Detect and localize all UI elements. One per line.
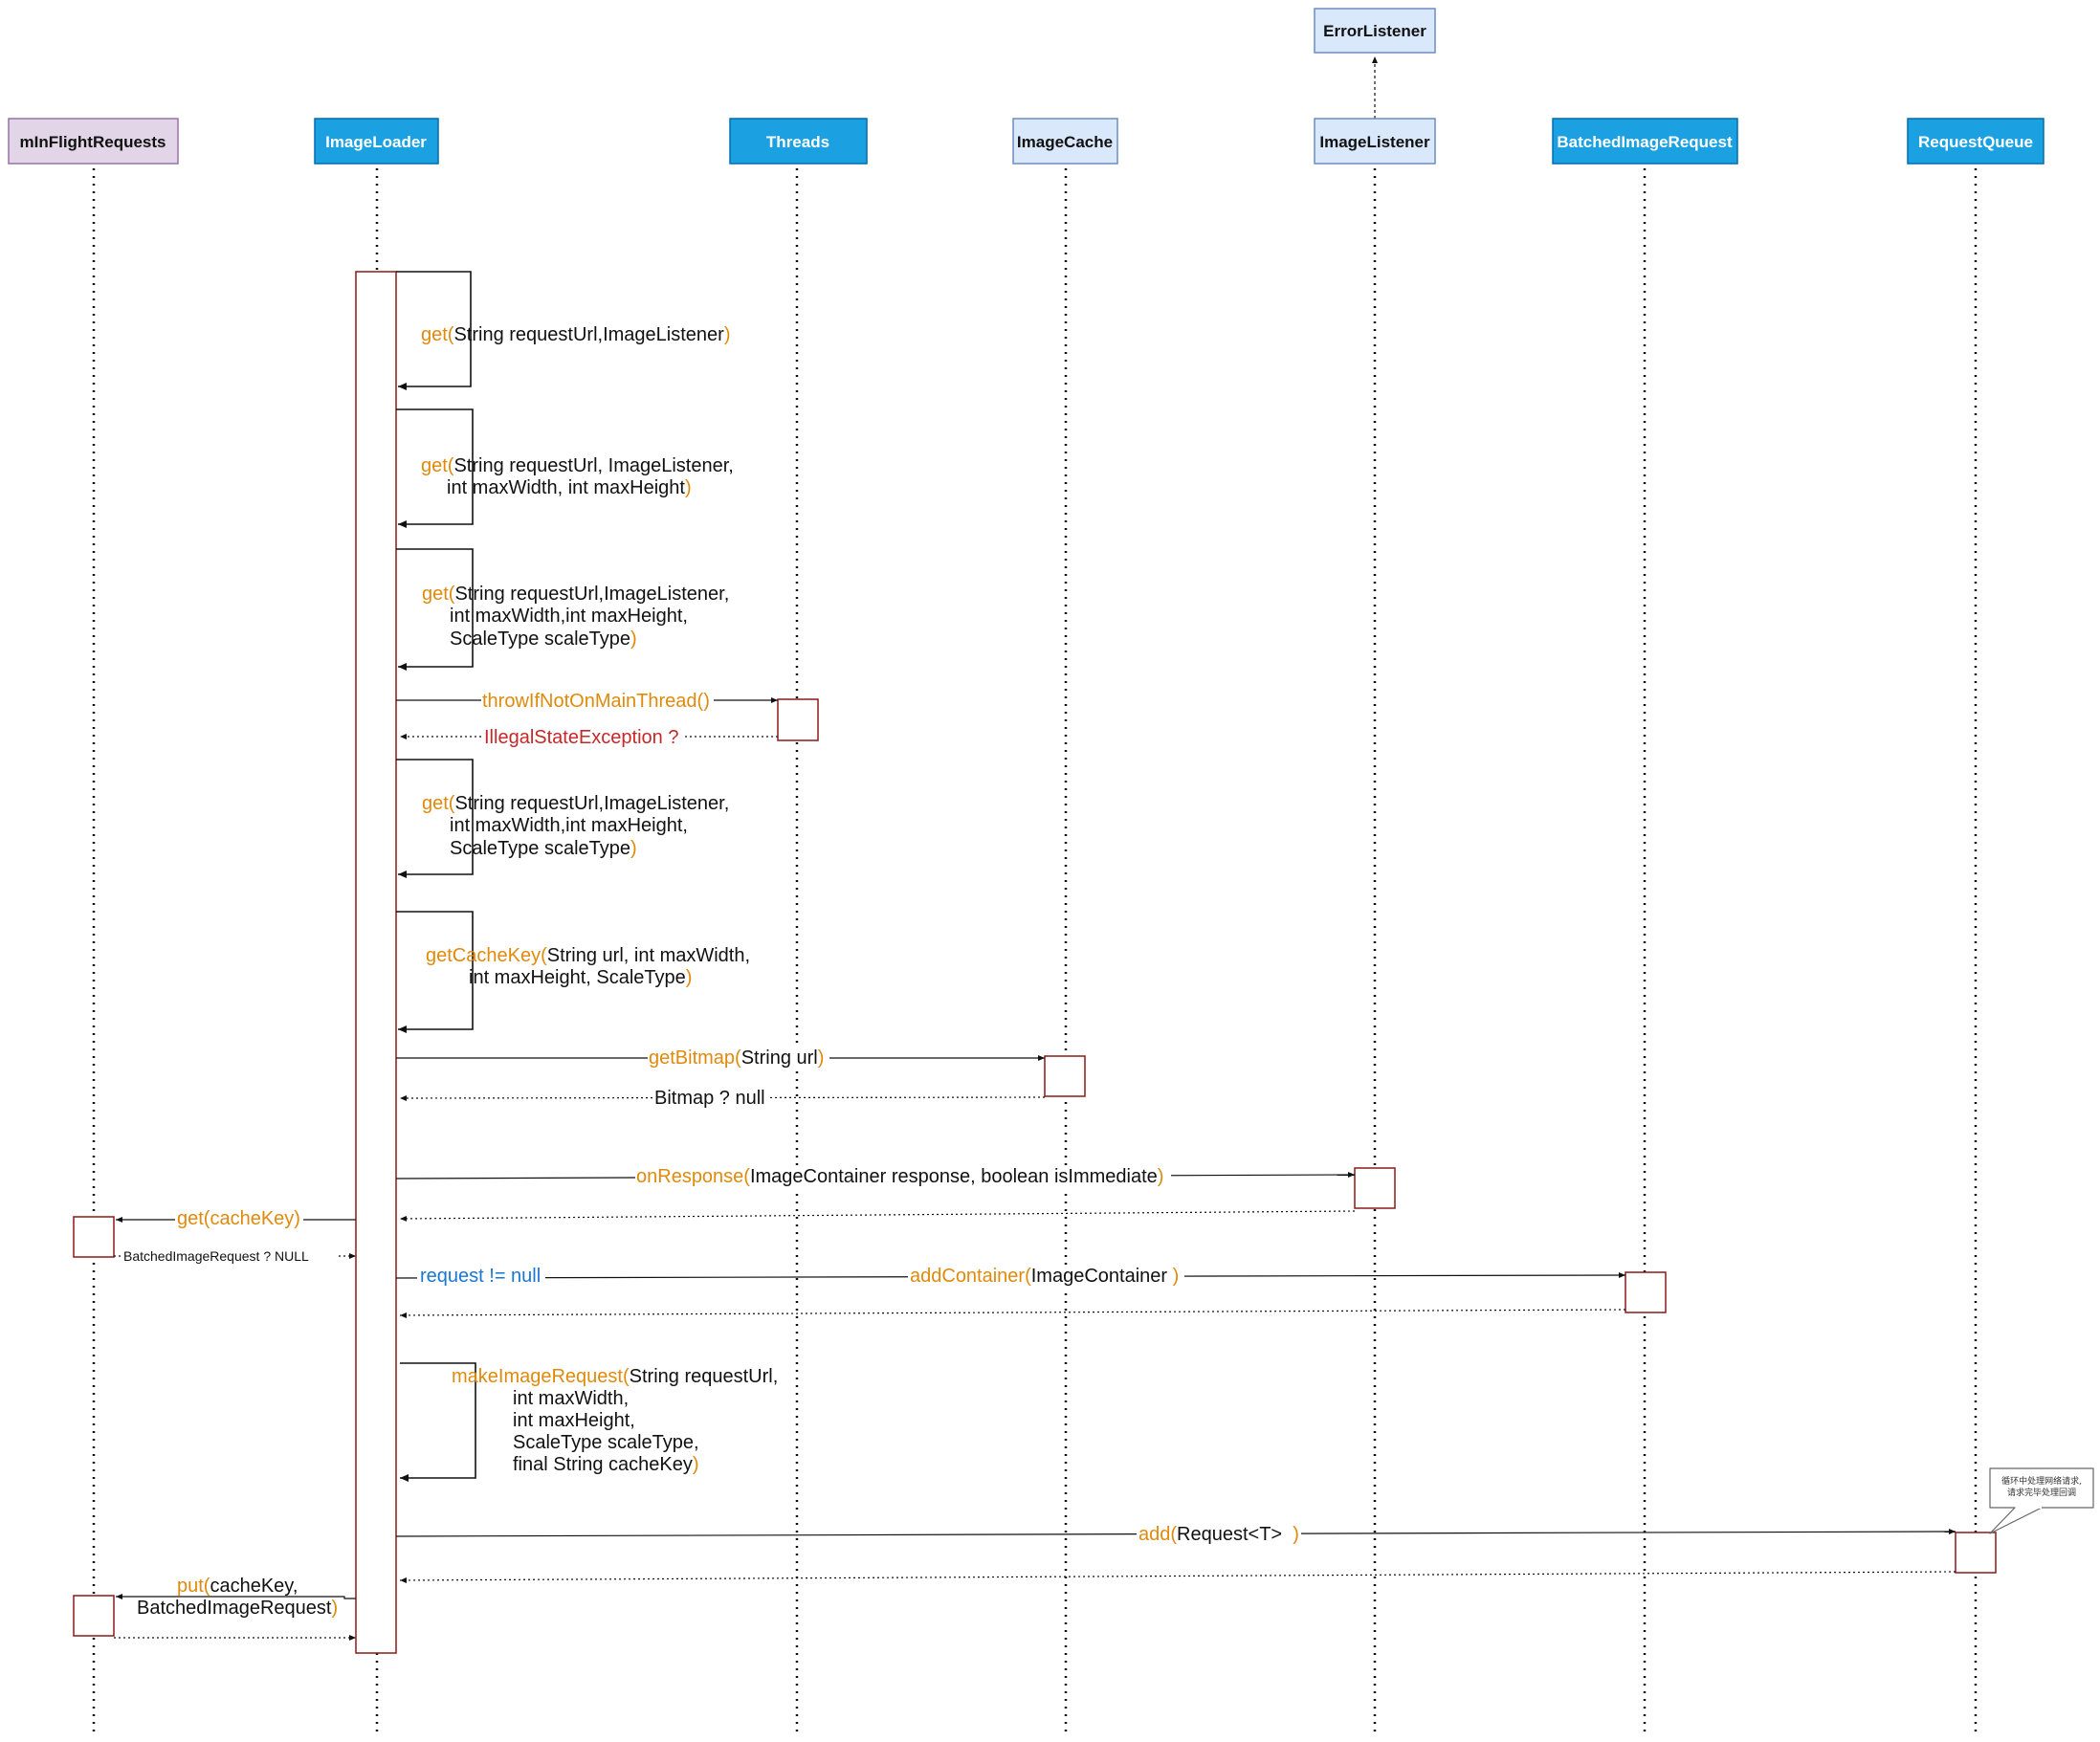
msg-get-2-line2: int maxWidth, int maxHeight)	[447, 477, 692, 498]
request-queue-label: RequestQueue	[1918, 133, 2033, 151]
msg-put-line2: BatchedImageRequest)	[137, 1598, 338, 1619]
msg-get-3-line3: ScaleType scaleType)	[450, 628, 637, 650]
image-loader-label: ImageLoader	[325, 133, 427, 151]
image-listener-label: ImageListener	[1319, 133, 1430, 151]
participant-image-listener: ImageListener	[1314, 118, 1436, 165]
image-cache-label: ImageCache	[1017, 133, 1113, 151]
participant-threads: Threads	[729, 118, 868, 165]
activation-in-flight-get	[73, 1216, 115, 1258]
activation-request-queue	[1955, 1532, 1997, 1574]
msg-request-not-null: request != null	[420, 1266, 541, 1287]
return-add-container	[399, 1309, 1626, 1318]
batched-label: BatchedImageRequest	[1557, 133, 1733, 151]
threads-label: Threads	[766, 133, 829, 151]
activation-batched	[1625, 1271, 1667, 1313]
msg-make-image-request-line3: int maxHeight,	[513, 1410, 635, 1431]
callout-note: 循环中处理网络请求, 请求完毕处理回调	[1989, 1467, 2094, 1534]
error-listener-label: ErrorListener	[1323, 22, 1426, 40]
activation-image-loader	[355, 271, 397, 1654]
msg-get-cachekey: get(cacheKey)	[177, 1208, 300, 1229]
call-put	[116, 1594, 356, 1599]
msg-illegal-state: IllegalStateException ?	[484, 727, 678, 748]
self-call-3	[396, 548, 474, 671]
msg-on-response: onResponse(ImageContainer response, bool…	[636, 1166, 1163, 1187]
msg-get-2-line1: get(String requestUrl, ImageListener,	[421, 455, 734, 476]
self-call-5	[396, 759, 474, 878]
msg-put-line1: put(cacheKey,	[177, 1576, 298, 1597]
activation-threads	[777, 698, 819, 741]
msg-make-image-request-line2: int maxWidth,	[513, 1388, 629, 1409]
msg-get-cache-key-line2: int maxHeight, ScaleType)	[469, 967, 692, 988]
msg-make-image-request-line1: makeImageRequest(String requestUrl,	[452, 1366, 778, 1387]
participant-in-flight: mInFlightRequests	[8, 118, 179, 165]
return-add	[399, 1571, 1956, 1583]
msg-add-request: add(Request<T> )	[1138, 1524, 1299, 1545]
in-flight-label: mInFlightRequests	[19, 133, 166, 151]
participant-batched: BatchedImageRequest	[1552, 118, 1738, 165]
return-on-response	[399, 1210, 1356, 1222]
return-bitmap	[399, 1094, 1046, 1101]
msg-bitmap-return: Bitmap ? null	[654, 1088, 765, 1109]
activation-in-flight-put	[73, 1595, 115, 1637]
participant-error-listener: ErrorListener	[1314, 8, 1436, 54]
msg-get-3-line2: int maxWidth,int maxHeight,	[450, 606, 688, 627]
activation-image-listener	[1354, 1167, 1396, 1209]
msg-get-5-line3: ScaleType scaleType)	[450, 838, 637, 859]
msg-add-container: addContainer(ImageContainer )	[910, 1266, 1179, 1287]
self-call-6	[396, 911, 474, 1033]
msg-get-bitmap: getBitmap(String url)	[649, 1047, 824, 1069]
msg-throw: throwIfNotOnMainThread()	[482, 691, 710, 712]
self-call-1	[396, 271, 472, 390]
activation-image-cache	[1044, 1055, 1086, 1097]
msg-get-cache-key-line1: getCacheKey(String url, int maxWidth,	[426, 945, 750, 966]
msg-get-5-line1: get(String requestUrl,ImageListener,	[422, 793, 729, 814]
msg-make-image-request-line4: ScaleType scaleType,	[513, 1432, 699, 1453]
callout-line2: 请求完毕处理回调	[2007, 1487, 2076, 1498]
msg-make-image-request-line5: final String cacheKey)	[513, 1454, 699, 1475]
participant-image-cache: ImageCache	[1012, 118, 1118, 165]
msg-get-5-line2: int maxWidth,int maxHeight,	[450, 815, 688, 836]
self-call-2	[396, 408, 474, 528]
participant-request-queue: RequestQueue	[1907, 118, 2045, 165]
msg-batched-null: BatchedImageRequest ? NULL	[123, 1248, 309, 1264]
participant-image-loader: ImageLoader	[314, 118, 439, 165]
self-call-11	[400, 1362, 476, 1482]
callout-line1: 循环中处理网络请求,	[2001, 1475, 2082, 1487]
msg-get-1: get(String requestUrl,ImageListener)	[421, 324, 731, 345]
msg-get-3-line1: get(String requestUrl,ImageListener,	[422, 584, 729, 605]
